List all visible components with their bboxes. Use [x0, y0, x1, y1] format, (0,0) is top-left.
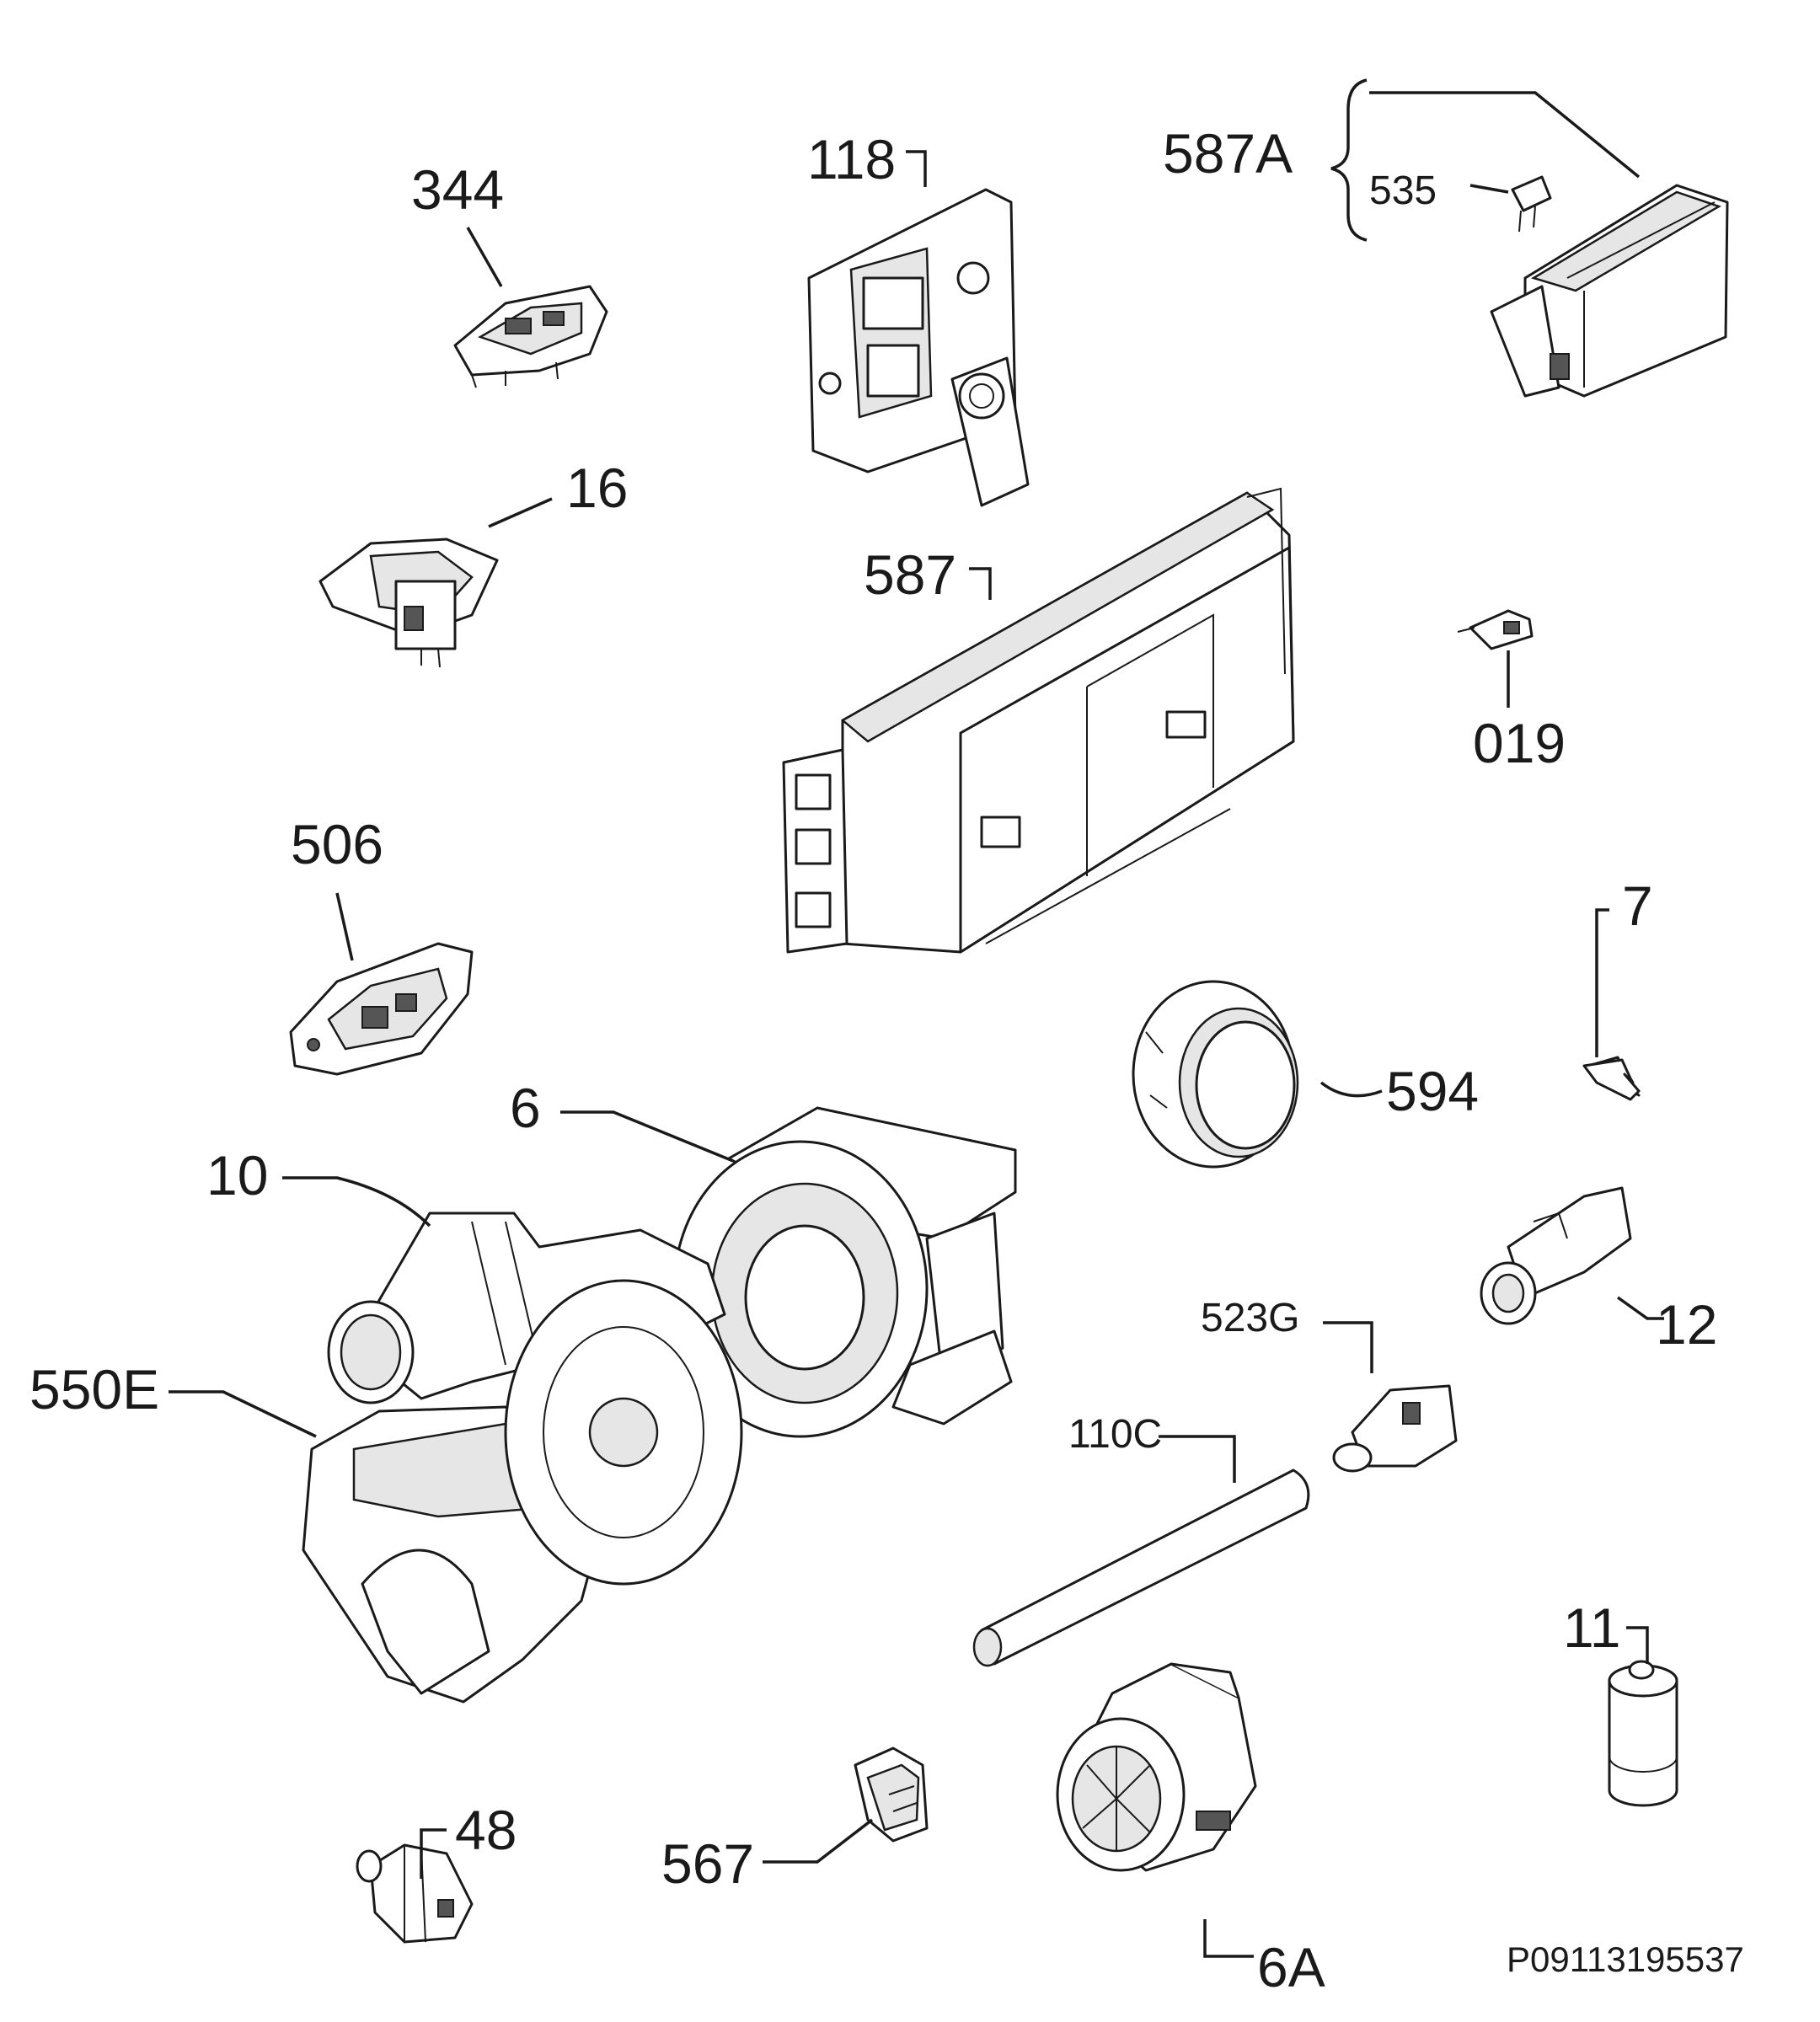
leader-567: [763, 1818, 874, 1864]
label-550E: 550E: [29, 1358, 159, 1420]
part-567: [854, 1747, 929, 1843]
label-7: 7: [1622, 875, 1653, 937]
label-12: 12: [1656, 1293, 1717, 1356]
diagram-code: P09113195537: [1507, 1939, 1744, 1979]
brace-587A: [1330, 78, 1368, 242]
leader-7: [1595, 908, 1609, 1057]
label-587A: 587A: [1163, 122, 1293, 185]
part-110C: [972, 1468, 1310, 1667]
label-11: 11: [1563, 1597, 1621, 1659]
leader-550E: [169, 1390, 317, 1438]
part-16: [318, 538, 499, 668]
leader-110C: [1159, 1435, 1236, 1483]
part-594: [1132, 980, 1299, 1169]
part-7: [1582, 1056, 1641, 1101]
leader-587: [969, 567, 992, 600]
leader-118: [906, 150, 927, 187]
label-110C: 110C: [1068, 1412, 1162, 1457]
label-567: 567: [661, 1832, 754, 1895]
label-523G: 523G: [1201, 1296, 1299, 1340]
leader-48: [420, 1828, 447, 1879]
part-6: [672, 1106, 1017, 1438]
label-344: 344: [411, 158, 504, 221]
leader-523G: [1323, 1321, 1373, 1373]
label-6: 6: [510, 1077, 541, 1139]
label-48: 48: [455, 1799, 517, 1861]
leader-506: [335, 892, 354, 961]
label-506: 506: [291, 813, 383, 875]
leader-10: [282, 1176, 431, 1228]
leader-6: [560, 1110, 734, 1163]
leader-535: [1469, 184, 1509, 194]
part-6A: [1056, 1662, 1257, 1872]
leader-16: [488, 497, 553, 528]
part-12: [1480, 1186, 1632, 1325]
part-118: [807, 188, 1030, 507]
leader-12: [1616, 1296, 1664, 1320]
leader-594: [1320, 1081, 1383, 1098]
label-10: 10: [206, 1144, 268, 1206]
part-11: [1608, 1660, 1678, 1807]
part-019: [1457, 609, 1534, 650]
part-523G: [1332, 1384, 1458, 1473]
part-506: [289, 942, 474, 1076]
label-587: 587: [864, 543, 956, 606]
part-587: [782, 487, 1295, 954]
label-6A: 6A: [1257, 1936, 1325, 1998]
label-594: 594: [1386, 1060, 1479, 1122]
part-535: [1511, 175, 1552, 233]
label-019: 019: [1473, 712, 1566, 774]
part-344: [453, 285, 608, 388]
leader-11: [1626, 1626, 1649, 1664]
leader-344: [466, 227, 503, 287]
label-535: 535: [1369, 168, 1437, 213]
label-118: 118: [807, 128, 896, 190]
part-587A: [1490, 184, 1729, 398]
leader-587A: [1369, 91, 1641, 179]
leader-6A: [1203, 1919, 1254, 1958]
label-16: 16: [566, 457, 628, 519]
part-550E: [302, 1279, 743, 1704]
